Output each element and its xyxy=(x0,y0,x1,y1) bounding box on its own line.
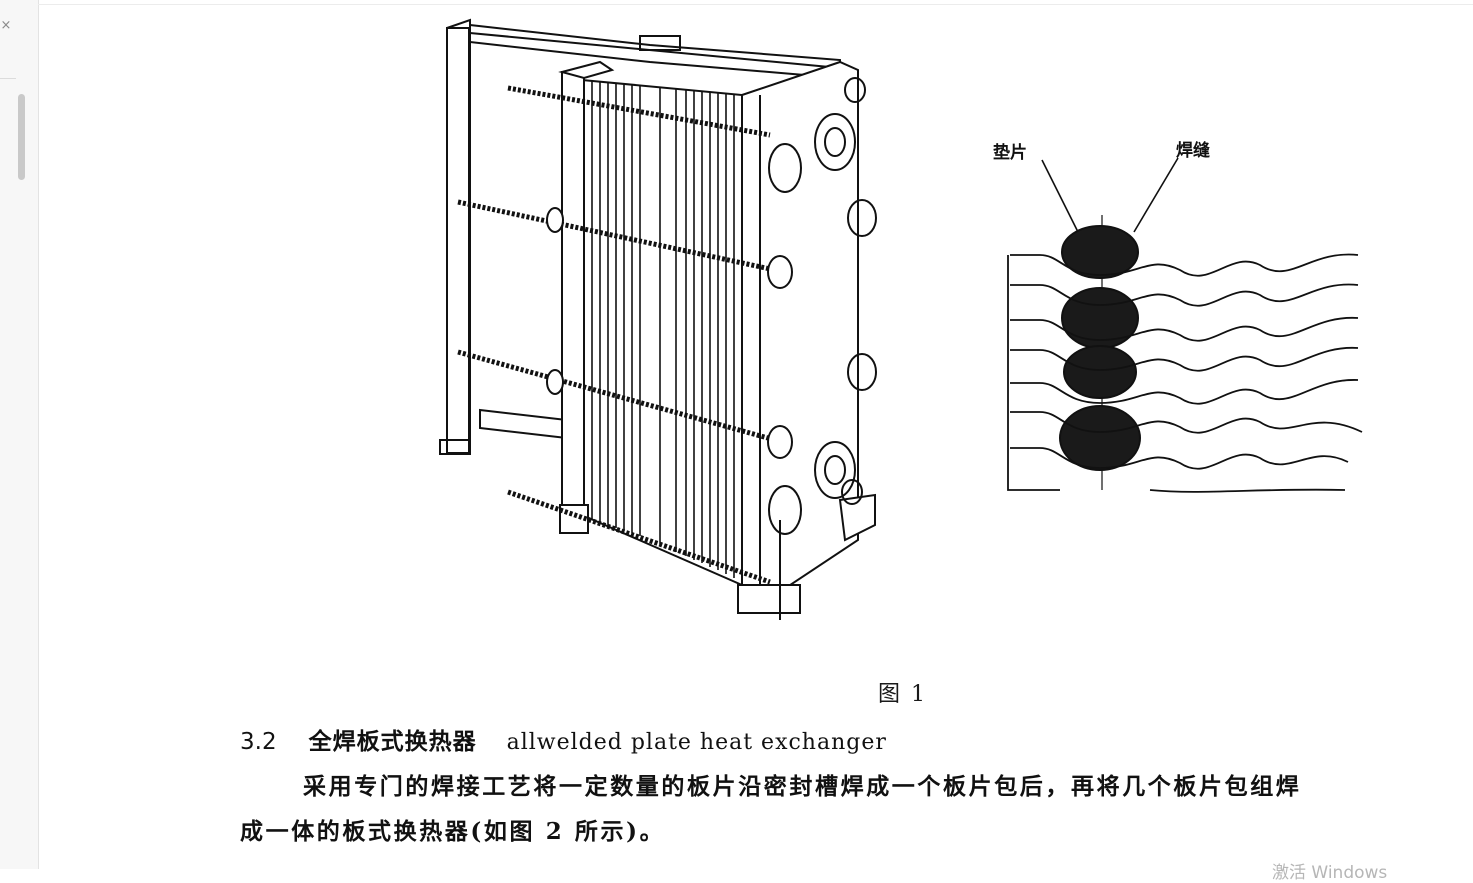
activation-watermark: 激活 Windows xyxy=(1272,863,1388,883)
weld-detail-illustration xyxy=(1007,157,1363,493)
section-heading: 3.2 全焊板式换热器 allwelded plate heat exchanger xyxy=(240,722,887,756)
label-gasket: 垫片 xyxy=(993,143,1027,163)
page-top-edge xyxy=(38,4,1473,5)
scrollbar-thumb[interactable] xyxy=(18,94,25,180)
viewer-left-rail: × xyxy=(0,0,39,869)
figure-1-drawing xyxy=(439,18,1363,620)
body-paragraph-line-1: 采用专门的焊接工艺将一定数量的板片沿密封槽焊成一个板片包后，再将几个板片包组焊 xyxy=(303,773,1302,800)
close-icon[interactable]: × xyxy=(0,18,12,33)
section-number: 3.2 xyxy=(240,729,277,755)
figure-caption: 图 1 xyxy=(878,682,927,707)
body-paragraph-line-2: 成一体的板式换热器(如图 2 所示)。 xyxy=(240,818,666,845)
section-title-zh: 全焊板式换热器 xyxy=(308,728,477,755)
heat-exchanger-illustration xyxy=(439,18,877,620)
rail-divider xyxy=(0,78,16,79)
section-title-en: allwelded plate heat exchanger xyxy=(506,730,887,755)
label-weld-seam: 焊缝 xyxy=(1176,141,1210,161)
